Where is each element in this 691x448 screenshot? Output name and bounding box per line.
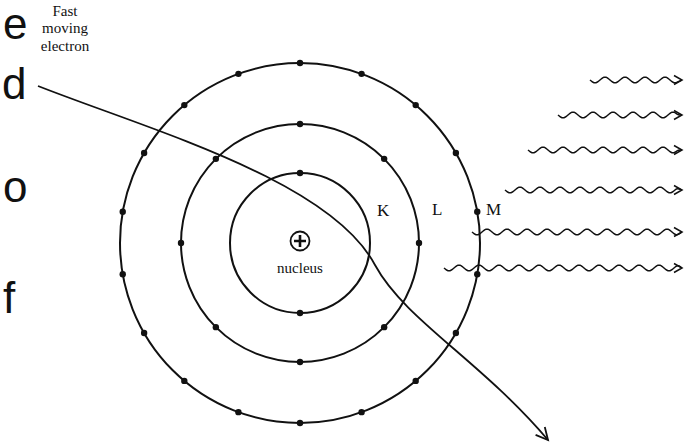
electron-dots: [120, 60, 481, 426]
electron-dot: [141, 330, 147, 336]
x-ray-wave: [505, 187, 682, 193]
electron-dot: [413, 102, 419, 108]
slide-text-fragment: d: [2, 62, 26, 106]
x-ray-arrowhead: [674, 228, 682, 237]
m-shell: [120, 63, 480, 423]
electron-dot: [181, 378, 187, 384]
x-ray-arrowhead: [674, 146, 682, 155]
x-ray-wave: [590, 77, 682, 83]
electron-dot: [381, 156, 387, 162]
electron-path: [38, 86, 548, 440]
slide-text-fragment: e: [3, 2, 27, 46]
electron-dot: [235, 409, 241, 415]
electron-dot: [474, 271, 480, 277]
l-shell: [181, 124, 419, 362]
x-ray-wave: [558, 112, 682, 118]
electron-dot: [213, 156, 219, 162]
x-ray-arrowhead: [674, 76, 682, 85]
electron-dot: [381, 324, 387, 330]
electron-dot: [297, 420, 303, 426]
x-ray-wave: [472, 229, 682, 235]
electron-label: Fast moving electron: [34, 3, 96, 55]
x-ray-wave: [444, 265, 682, 271]
nucleus-label: nucleus: [274, 260, 326, 277]
electron-dot: [120, 271, 126, 277]
x-ray-arrowhead: [674, 264, 682, 273]
nucleus-symbol: [289, 230, 311, 252]
slide-text-fragment: f: [3, 276, 15, 320]
electron-dot: [235, 71, 241, 77]
electron-dot: [213, 324, 219, 330]
electron-dot: [358, 71, 364, 77]
shell-letter: L: [432, 200, 442, 220]
electron-dot: [413, 378, 419, 384]
electron-dot: [297, 310, 303, 316]
electron-dot: [358, 409, 364, 415]
x-ray-arrowhead: [674, 186, 682, 195]
shell-letter: K: [377, 201, 389, 221]
x-ray-wave: [528, 147, 682, 153]
electron-dot: [453, 150, 459, 156]
electron-dot: [178, 240, 184, 246]
electron-dot: [297, 60, 303, 66]
electron-dot: [453, 330, 459, 336]
electron-dot: [297, 121, 303, 127]
x-ray-arrowhead: [674, 111, 682, 120]
electron-dot: [120, 209, 126, 215]
electron-dot: [141, 150, 147, 156]
nucleus: nucleus: [274, 230, 326, 277]
electron-dot: [181, 102, 187, 108]
k-shell: [230, 173, 370, 313]
electron-dot: [416, 240, 422, 246]
x-ray-waves: [444, 76, 682, 273]
electron-arrowhead: [536, 427, 548, 440]
electron-dot: [474, 209, 480, 215]
slide-text-fragment: o: [3, 165, 27, 209]
electron-dot: [297, 359, 303, 365]
electron-dot: [297, 170, 303, 176]
shell-letter: M: [486, 200, 501, 220]
